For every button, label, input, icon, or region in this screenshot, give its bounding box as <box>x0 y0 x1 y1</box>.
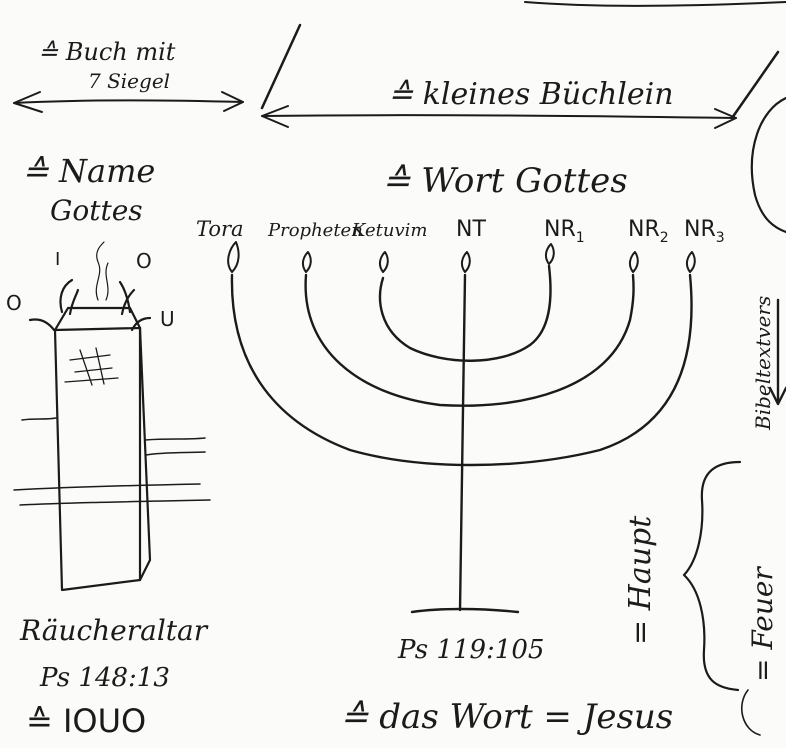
branch-label-nt: NT <box>456 217 486 242</box>
right-edge-curl <box>740 689 761 736</box>
book-seals-label-line1: ≙ Buch mit <box>38 38 176 66</box>
little-book-label: ≙ kleines Büchlein <box>388 77 674 112</box>
name-of-god-line2: Gottes <box>50 194 143 227</box>
branch-label-nr3: NR3 <box>684 217 725 246</box>
flame-6 <box>628 251 639 273</box>
altar-value: ≙ IOUO <box>26 702 146 740</box>
flame-7 <box>685 251 696 273</box>
divider-slash-left <box>260 23 302 110</box>
little-book-arrow <box>261 105 737 129</box>
word-is-jesus: ≙ das Wort = Jesus <box>340 697 673 737</box>
letter-o-top: O <box>136 249 152 273</box>
book-seals-arrow <box>13 91 244 113</box>
letter-u: U <box>160 307 175 331</box>
central-shaft <box>458 273 467 612</box>
branch-label-nr2: NR2 <box>628 217 669 246</box>
bible-arrow <box>768 298 786 406</box>
letter-i: I <box>55 249 60 270</box>
flame-3 <box>378 251 389 273</box>
top-edge-stroke <box>524 1 786 7</box>
head-brace <box>682 460 742 692</box>
top-dividers <box>260 1 786 120</box>
branch-label-nr1: NR1 <box>544 217 585 246</box>
right-circle-fragment <box>750 96 786 234</box>
altar-label: Räucheraltar <box>19 614 209 647</box>
menorah-base <box>410 607 520 614</box>
flame-5 <box>544 243 555 265</box>
branch-label-tora: Tora <box>196 217 244 241</box>
branch-label-ketuvim: Ketuvim <box>351 220 427 241</box>
name-of-god-line1: ≙ Name <box>22 152 155 190</box>
outer-arm <box>230 273 693 467</box>
flame-2 <box>301 251 312 273</box>
word-of-god-label: ≙ Wort Gottes <box>382 161 628 201</box>
middle-arm <box>304 273 635 407</box>
letter-o-left: O <box>6 291 22 315</box>
flame-4 <box>460 251 471 273</box>
book-seals-label-line2: 7 Siegel <box>88 69 170 93</box>
head-label: = Haupt <box>623 515 658 645</box>
altar-reference: Ps 148:13 <box>39 663 170 693</box>
bible-label: Bibeltextvers <box>751 296 775 431</box>
branch-label-prophets: Propheten <box>267 220 363 241</box>
fire-label: = Feuer <box>746 566 779 682</box>
verse-reference: Ps 119:105 <box>397 635 544 665</box>
incense-altar-drawing <box>13 241 211 592</box>
divider-slash-right <box>730 50 780 120</box>
menorah-drawing <box>227 241 696 614</box>
flame-1 <box>227 241 240 273</box>
inner-arm <box>378 264 552 362</box>
